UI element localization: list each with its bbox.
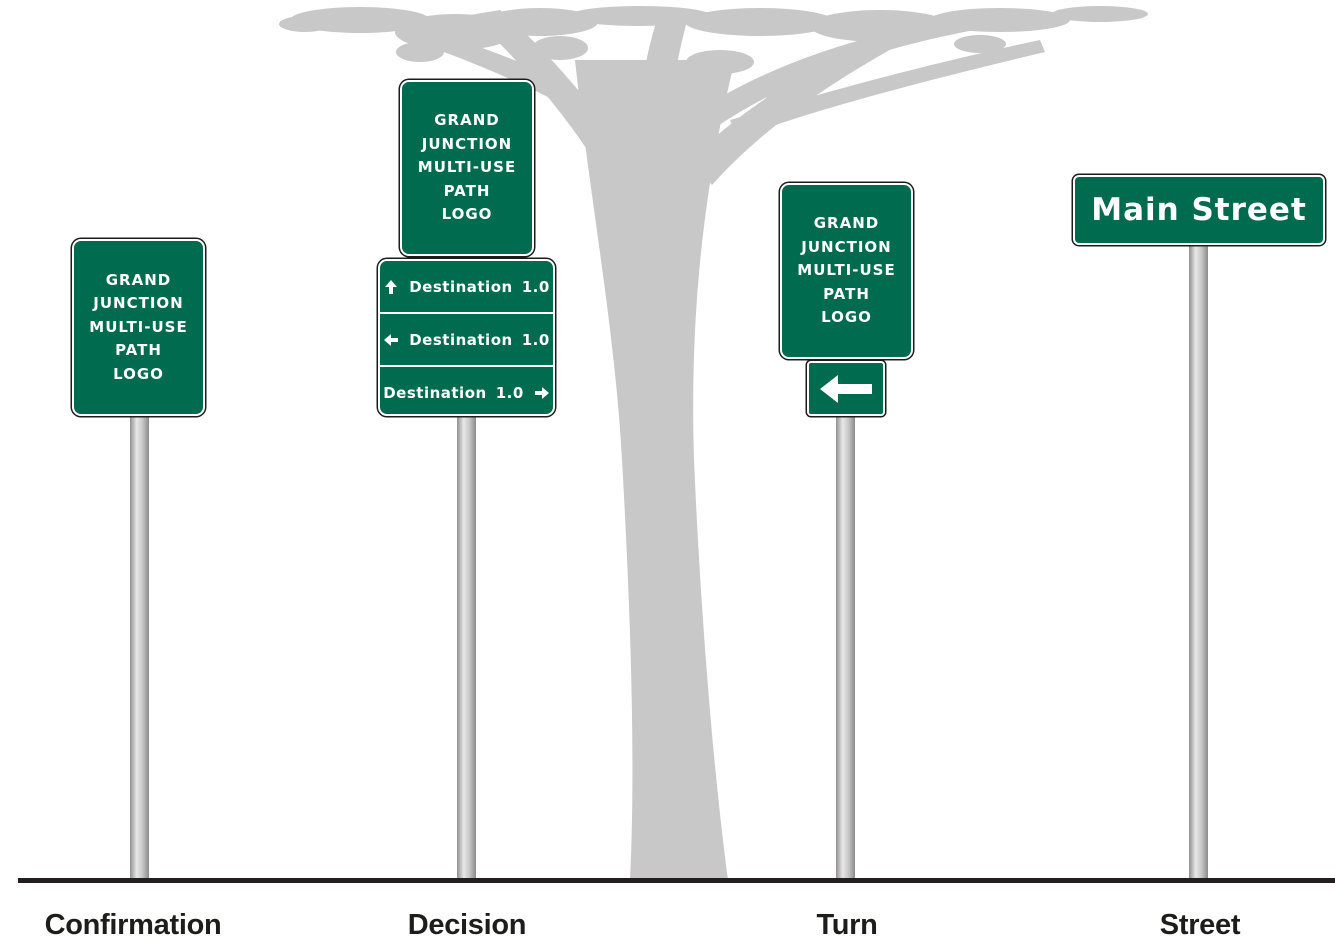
logo-line: LOGO xyxy=(113,364,164,383)
destination-label: Destination xyxy=(409,330,513,349)
logo-line: LOGO xyxy=(441,205,493,224)
logo-line: PATH xyxy=(115,341,162,360)
decision-destination-panel: Destination 1.0 Destination 1.0 Destinat… xyxy=(378,259,555,416)
logo-line: MULTI-USE xyxy=(89,317,188,336)
logo-line: PATH xyxy=(823,284,870,303)
street-name-sign: Main Street xyxy=(1073,175,1325,245)
turn-arrow-plate xyxy=(807,361,885,416)
destination-distance: 1.0 xyxy=(495,383,524,402)
logo-line: JUNCTION xyxy=(93,294,184,313)
pole-confirmation xyxy=(130,416,149,879)
caption-street: Street xyxy=(1159,909,1241,941)
ground-line xyxy=(18,878,1335,883)
pole-decision xyxy=(457,416,476,879)
pole-turn xyxy=(836,416,855,879)
street-name: Main Street xyxy=(1091,192,1307,228)
pole-street xyxy=(1189,245,1208,879)
logo-line: JUNCTION xyxy=(801,237,892,256)
caption-confirmation: Confirmation xyxy=(44,909,222,941)
logo-line: MULTI-USE xyxy=(417,158,517,177)
destination-row-left: Destination 1.0 xyxy=(380,312,553,365)
destination-row-right: Destination 1.0 xyxy=(380,365,553,414)
logo-line: GRAND xyxy=(813,214,880,233)
arrow-left-icon xyxy=(820,374,872,403)
logo-line: GRAND xyxy=(434,111,500,130)
logo-line: GRAND xyxy=(105,270,172,289)
caption-decision: Decision xyxy=(407,909,527,941)
destination-label: Destination xyxy=(383,383,487,402)
destination-distance: 1.0 xyxy=(521,277,550,296)
logo-line: PATH xyxy=(443,181,491,200)
caption-turn: Turn xyxy=(816,909,878,941)
confirmation-logo-sign: GRAND JUNCTION MULTI-USE PATH LOGO xyxy=(72,239,205,416)
arrow-up-icon xyxy=(385,279,398,294)
logo-line: MULTI-USE xyxy=(797,261,896,280)
turn-logo-sign: GRAND JUNCTION MULTI-USE PATH LOGO xyxy=(780,183,913,359)
destination-row-up: Destination 1.0 xyxy=(380,261,553,312)
logo-line: LOGO xyxy=(821,308,872,327)
arrow-right-icon xyxy=(534,386,549,399)
destination-label: Destination xyxy=(409,277,513,296)
destination-distance: 1.0 xyxy=(521,330,550,349)
logo-line: JUNCTION xyxy=(421,134,513,153)
decision-logo-sign: GRAND JUNCTION MULTI-USE PATH LOGO xyxy=(400,80,534,256)
arrow-left-icon xyxy=(384,333,399,346)
